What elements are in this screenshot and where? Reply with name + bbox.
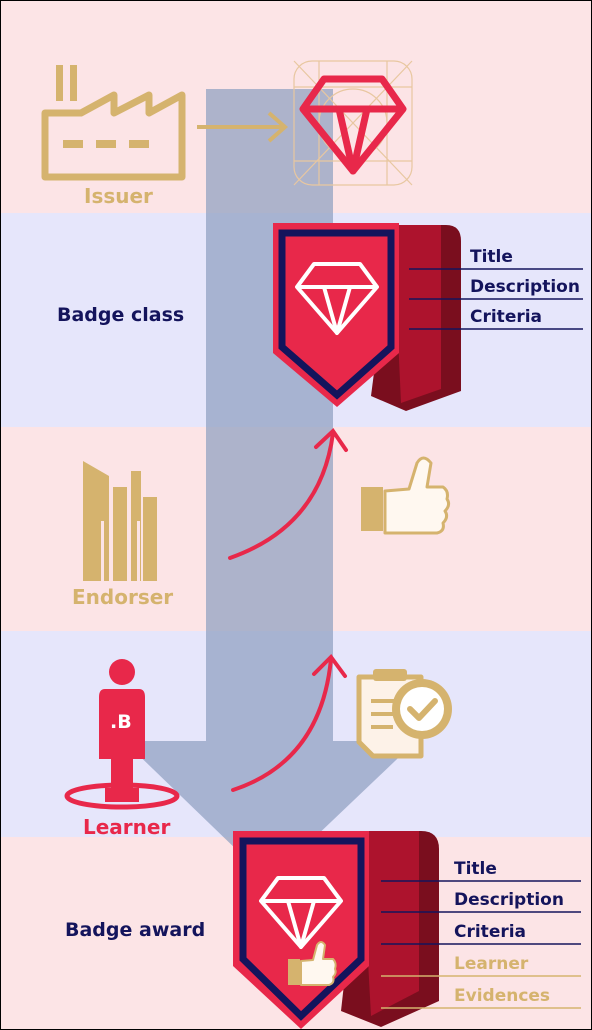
learner-badge-mark: .B <box>110 711 132 733</box>
issuer-to-badge-arrow <box>197 111 289 143</box>
badge-award-label: Badge award <box>65 919 206 941</box>
evidence-arrow <box>231 653 347 792</box>
learner-label: Learner <box>83 815 171 839</box>
factory-icon <box>41 65 186 181</box>
badge-class-field-title: Title <box>470 247 513 267</box>
city-buildings-icon <box>83 461 157 581</box>
badge-class-shield <box>273 223 461 411</box>
badge-class-field-description: Description <box>470 277 580 297</box>
badge-award-field-title: Title <box>454 859 497 879</box>
badge-award-shield <box>233 831 439 1029</box>
badge-award-field-description: Description <box>454 890 564 910</box>
issuer-label: Issuer <box>84 184 153 208</box>
diamond-design-icon <box>293 60 413 186</box>
badge-award-field-lines <box>381 880 581 1009</box>
clipboard-check-icon <box>356 669 452 759</box>
badge-class-label: Badge class <box>57 304 185 326</box>
person-icon <box>64 659 180 810</box>
badge-class-field-criteria: Criteria <box>470 307 543 327</box>
badge-award-field-criteria: Criteria <box>454 922 527 942</box>
endorser-label: Endorser <box>72 585 174 609</box>
thumbs-up-icon <box>361 456 451 535</box>
badge-award-field-learner: Learner <box>454 954 529 974</box>
flow-arrow <box>124 89 416 881</box>
badge-class-field-lines <box>409 268 583 330</box>
badge-award-field-evidences: Evidences <box>454 986 551 1006</box>
endorse-arrow <box>228 427 348 560</box>
